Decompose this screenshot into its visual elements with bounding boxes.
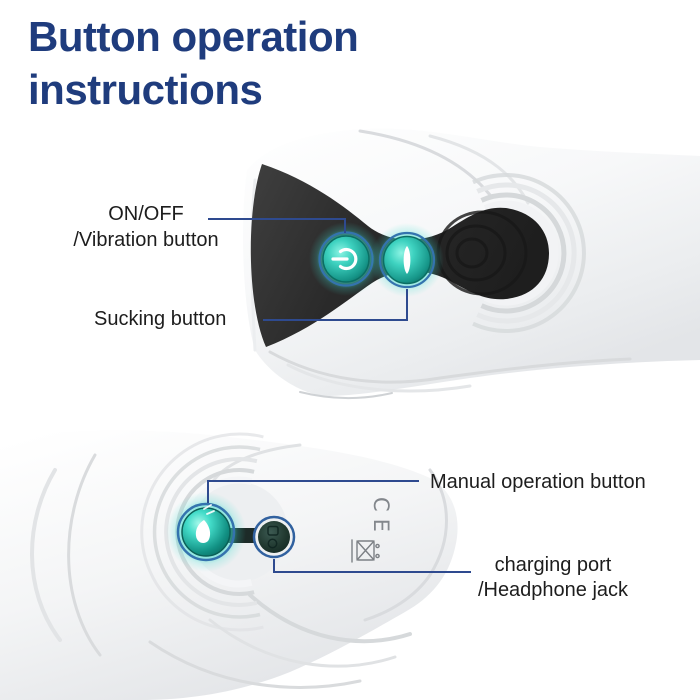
power-icon (331, 247, 358, 271)
leader-line-sucking (263, 289, 408, 321)
onoff-vibration-label: ON/OFF /Vibration button (56, 201, 236, 253)
cavity-ridge-rings (472, 173, 586, 333)
manual-operation-label: Manual operation button (430, 471, 646, 493)
page-title-line2: instructions (28, 66, 263, 113)
device-top-view (243, 128, 700, 400)
ce-mark: CE (369, 497, 393, 539)
manual-operation-button (166, 492, 246, 572)
button-ring (176, 502, 236, 562)
leader-line-onoff (208, 218, 346, 233)
page-title: Button operation instructions (28, 10, 359, 116)
charging-port-label: charging port /Headphone jack (458, 553, 648, 603)
onoff-label-line2: /Vibration button (73, 229, 219, 251)
charging-label-line2: /Headphone jack (477, 579, 629, 601)
onoff-label-line1: ON/OFF (108, 203, 184, 225)
weee-crossed-bin-icon (351, 539, 380, 563)
device-bottom-view: CE (0, 430, 458, 700)
power-vibration-button (309, 222, 383, 296)
sucking-button-label: Sucking button (94, 308, 227, 330)
flame-icon (195, 504, 215, 544)
port-detail-icons (267, 525, 279, 549)
suction-lens-icon (403, 246, 411, 274)
button-ring (378, 231, 436, 289)
leader-line-manual (207, 480, 419, 503)
sucking-button (370, 223, 444, 297)
charging-headphone-port (252, 515, 296, 559)
leader-lines (207, 218, 471, 573)
charging-label-line1: charging port (494, 554, 612, 576)
page-title-line1: Button operation (28, 13, 359, 60)
leader-line-charging (273, 559, 471, 573)
